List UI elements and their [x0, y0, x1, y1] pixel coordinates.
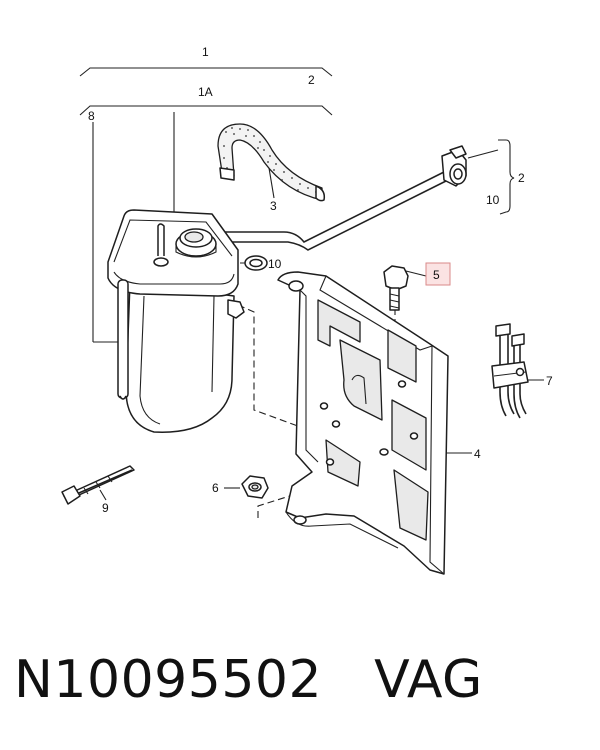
- callout-2-right: 2: [518, 171, 525, 185]
- callout-6: 6: [212, 481, 219, 495]
- o-ring-10: [244, 255, 268, 271]
- bracket-1a: [79, 105, 333, 116]
- mounting-bracket-4: [277, 271, 449, 575]
- callout-4: 4: [474, 447, 481, 461]
- callout-1a: 1A: [198, 85, 213, 99]
- callout-10-right: 10: [486, 193, 500, 207]
- callout-3: 3: [270, 199, 277, 213]
- callout-10-ring: 10: [268, 257, 282, 271]
- bracket-1: [79, 67, 333, 77]
- nut-6: [241, 475, 269, 499]
- parts-diagram: 1 2 1A 8 3 2 10 10 5 7 4 6 9: [61, 45, 553, 575]
- callout-5-highlight: [425, 262, 451, 286]
- callout-5: 5: [433, 268, 440, 282]
- line-connector-7: [491, 323, 529, 419]
- brand-name: VAG: [374, 650, 483, 710]
- callout-7: 7: [546, 374, 553, 388]
- brace-2-10: [467, 139, 515, 215]
- callout-8: 8: [88, 109, 95, 123]
- bolt-5: [383, 265, 409, 311]
- cable-tie-9: [61, 465, 135, 505]
- callout-2-top: 2: [308, 73, 315, 87]
- part-number: N10095502: [14, 650, 323, 710]
- valve-cap: [175, 228, 217, 258]
- connecting-pipe: [206, 145, 467, 251]
- callout-9: 9: [102, 501, 109, 515]
- callout-1: 1: [202, 45, 209, 59]
- vent-hose-3: [217, 123, 326, 202]
- footer-caption: N10095502 VAG: [14, 650, 483, 740]
